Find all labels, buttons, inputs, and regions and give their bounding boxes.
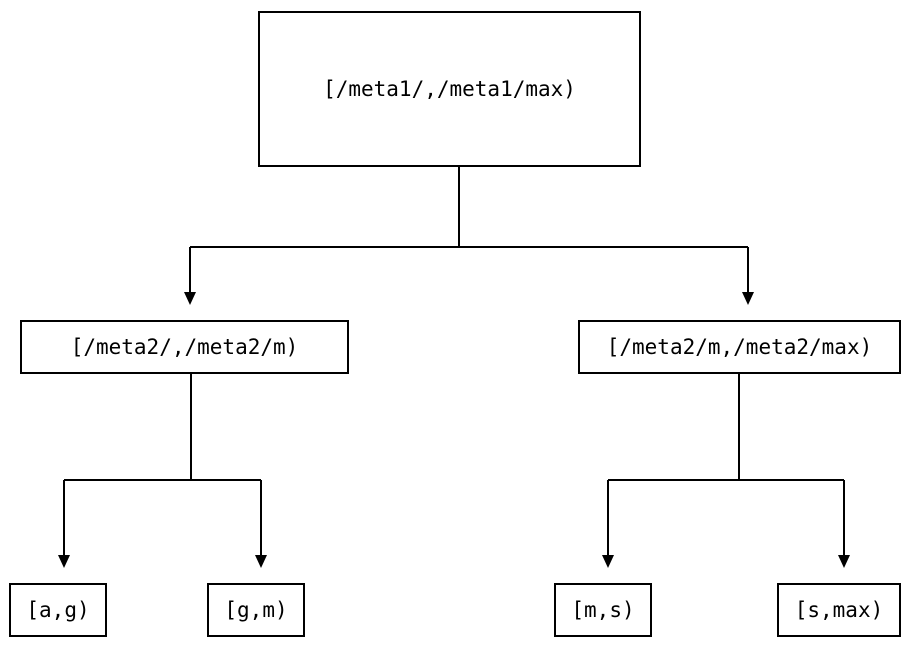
tree-node-root-label: [/meta1/,/meta1/max) (323, 77, 576, 101)
tree-node-root[interactable]: [/meta1/,/meta1/max) (258, 11, 641, 167)
tree-node-leaf-1-label: [a,g) (26, 598, 90, 622)
tree-node-leaf-4[interactable]: [s,max) (777, 583, 901, 637)
tree-node-mid-left[interactable]: [/meta2/,/meta2/m) (20, 320, 349, 374)
tree-node-mid-right[interactable]: [/meta2/m,/meta2/max) (578, 320, 901, 374)
tree-node-mid-left-label: [/meta2/,/meta2/m) (70, 335, 299, 359)
arrowhead-to-leaf-1 (58, 555, 70, 568)
edge-root-to-mid-left (184, 167, 748, 305)
arrowhead-to-leaf-3 (602, 555, 614, 568)
tree-node-leaf-3[interactable]: [m,s) (554, 583, 652, 637)
tree-node-leaf-4-label: [s,max) (794, 598, 884, 622)
tree-node-mid-right-label: [/meta2/m,/meta2/max) (606, 335, 873, 359)
arrowhead-to-leaf-2 (255, 555, 267, 568)
edge-mid-left-to-leaf-1 (58, 374, 261, 568)
arrowhead-to-mid-left (184, 292, 196, 305)
tree-node-leaf-2[interactable]: [g,m) (207, 583, 305, 637)
edge-mid-right-to-leaf-3 (602, 374, 844, 568)
arrowhead-to-leaf-4 (838, 555, 850, 568)
edge-mid-left-to-leaf-2 (255, 480, 267, 568)
tree-node-leaf-1[interactable]: [a,g) (9, 583, 107, 637)
tree-node-leaf-3-label: [m,s) (571, 598, 635, 622)
arrowhead-to-mid-right (742, 292, 754, 305)
edge-root-to-mid-right (742, 247, 754, 305)
edge-mid-right-to-leaf-4 (838, 480, 850, 568)
tree-node-leaf-2-label: [g,m) (224, 598, 288, 622)
